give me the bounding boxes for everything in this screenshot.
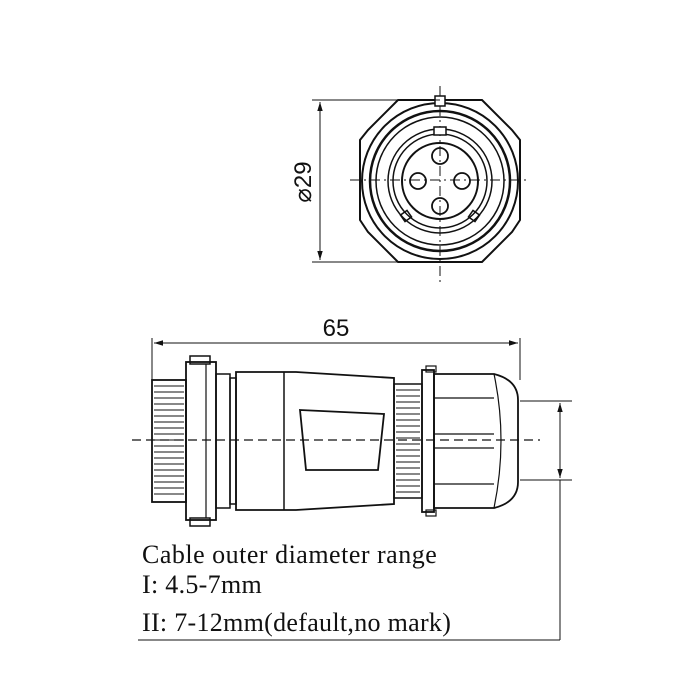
front-view (350, 86, 530, 282)
gland-nut-collar (421, 369, 435, 513)
rear-thread-section (393, 383, 423, 499)
cable-spec-title: Cable outer diameter range (142, 540, 438, 569)
diameter-dimension (312, 99, 440, 263)
pin-contact-right (453, 172, 471, 190)
diameter-label: ⌀29 (290, 161, 317, 202)
length-dimension (151, 338, 521, 380)
flange-tab-top (189, 355, 211, 365)
main-tapered-body (235, 371, 395, 511)
pin-contact-top (431, 147, 449, 165)
front-top-key (434, 95, 446, 107)
front-ring-2 (368, 109, 512, 253)
front-insert-face (401, 142, 479, 220)
gland-nut-tab-top (425, 365, 437, 373)
length-label: 65 (323, 315, 350, 342)
coupling-flange (185, 361, 217, 521)
pin-contact-bottom (431, 197, 449, 215)
side-view (151, 355, 519, 527)
gland-nut-body (433, 373, 519, 509)
front-latch-left (399, 209, 413, 223)
grip-window (299, 409, 385, 471)
gland-nut-end-curve (493, 373, 502, 509)
front-outer-body (359, 99, 521, 263)
cable-range-2: II: 7-12mm(default,no mark) (142, 608, 452, 637)
cable-diameter-dimension (138, 400, 572, 641)
cable-range-1: I: 4.5-7mm (142, 570, 262, 599)
front-ring-3 (375, 116, 505, 246)
front-thread-lines (154, 385, 184, 495)
pin-contact-left (409, 172, 427, 190)
front-latch-right (467, 209, 481, 223)
flange-tab-bottom (189, 517, 211, 527)
inner-body-step (215, 373, 231, 509)
gland-nut-tab-bottom (425, 509, 437, 517)
rear-thread-lines (396, 389, 420, 493)
front-inner-key (433, 126, 447, 136)
